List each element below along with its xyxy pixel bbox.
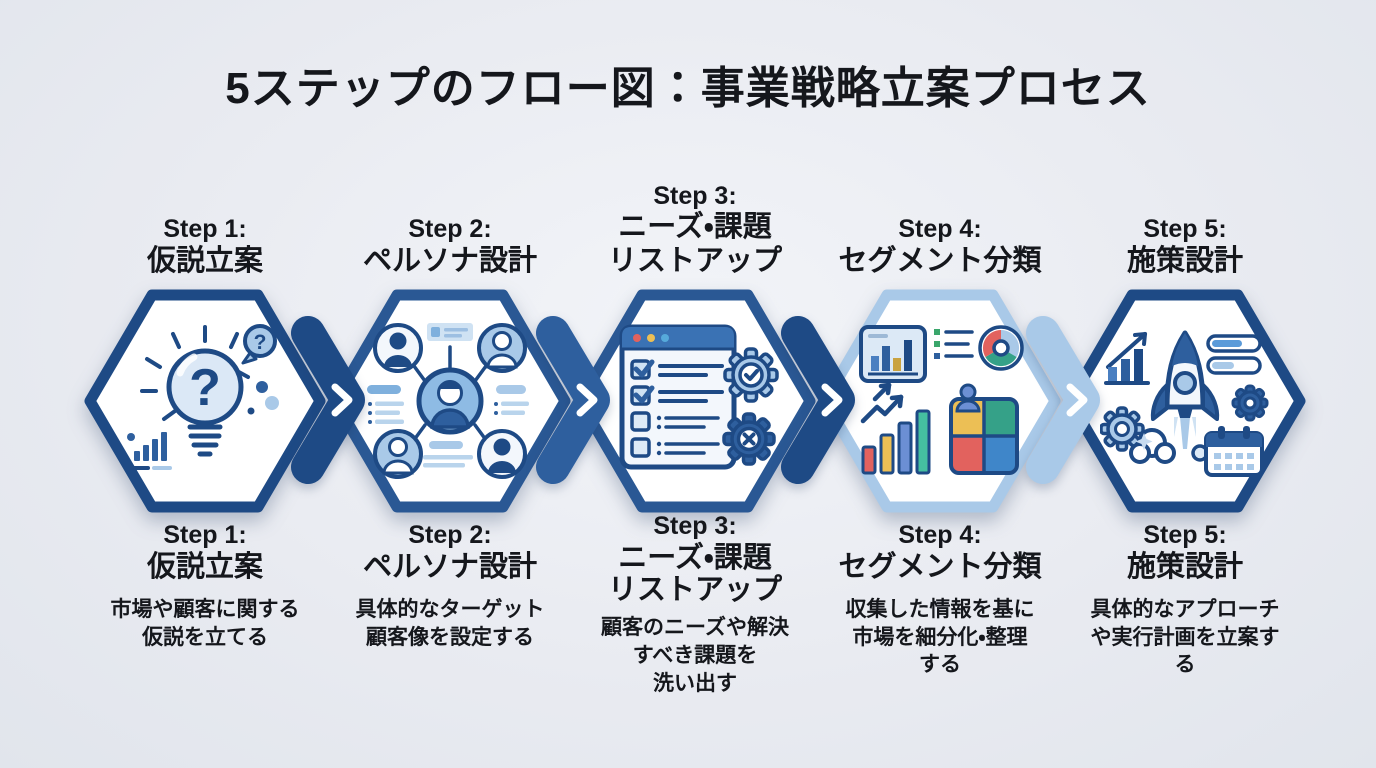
rocket-launch-icon — [1100, 330, 1269, 477]
step5-description: 具体的なアプローチ や実行計画を立案す る — [1090, 597, 1280, 677]
step4-hexagon — [815, 283, 1065, 519]
step5-bottom-title: 施策設計 — [1126, 550, 1243, 583]
step4-top-title: セグメント分類 — [838, 244, 1042, 277]
chevron-right-icon — [291, 316, 365, 484]
sparkle-icon — [1135, 433, 1153, 450]
step4-bottom-title: セグメント分類 — [838, 550, 1042, 583]
step5-top-title: 施策設計 — [1126, 244, 1243, 277]
step3-bottom-label: Step 3: ニーズ・課題 リストアップ 顧客のニーズや解決 すべき課題を 洗… — [550, 512, 840, 698]
gear-check-icon — [723, 347, 779, 403]
step2-top-number: Step 2: — [408, 215, 492, 244]
gear-icon — [1231, 384, 1269, 422]
calendar-icon — [1204, 426, 1264, 477]
persona-network-icon — [367, 323, 529, 479]
bubble-question-glyph: ? — [254, 331, 267, 354]
step4-top-label: Step 4: セグメント分類 — [795, 215, 1085, 278]
step3-hexagon — [570, 283, 820, 519]
step4-bottom-number: Step 4: — [898, 521, 982, 549]
step3-bottom-title: ニーズ・課題 リストアップ — [607, 541, 782, 606]
page-title: 5ステップのフロー図：事業戦略立案プロセス — [225, 64, 1151, 113]
gear-icon — [1100, 406, 1145, 452]
question-mark-glyph: ? — [189, 359, 221, 417]
step1-bottom-title: 仮説立案 — [146, 550, 263, 583]
step2-hexagon — [325, 283, 575, 519]
lightbulb-question-icon: ? ? — [127, 324, 279, 470]
step1-description: 市場や顧客に関する 仮説を立てる — [110, 597, 300, 649]
step3-top-label: Step 3: ニーズ・課題 リストアップ — [550, 182, 840, 278]
step3-description: 顧客のニーズや解決 すべき課題を 洗い出す — [601, 616, 789, 695]
step5-bottom-label: Step 5: 施策設計 具体的なアプローチ や実行計画を立案す る — [1040, 521, 1330, 679]
step2-top-title: ペルソナ設計 — [362, 244, 537, 277]
chevron-right-icon — [781, 316, 855, 484]
step3-top-number: Step 3: — [653, 181, 737, 210]
step4-bottom-label: Step 4: セグメント分類 収集した情報を基に 市場を細分化・整理 する — [795, 521, 1085, 679]
step1-bottom-label: Step 1: 仮説立案 市場や顧客に関する 仮説を立てる — [60, 521, 350, 651]
step5-top-number: Step 5: — [1143, 215, 1227, 244]
step2-bottom-title: ペルソナ設計 — [362, 550, 537, 583]
step2-description: 具体的なターゲット 顧客像を設定する — [355, 597, 545, 649]
step1-top-number: Step 1: — [163, 215, 247, 244]
step5-top-label: Step 5: 施策設計 — [1040, 215, 1330, 278]
step1-top-label: Step 1: 仮説立案 — [60, 215, 350, 278]
step5-bottom-number: Step 5: — [1143, 521, 1227, 549]
step2-bottom-number: Step 2: — [408, 521, 492, 549]
step1-hexagon: ? ? — [80, 283, 330, 519]
step5-hexagon — [1060, 283, 1310, 519]
chevron-right-icon — [1026, 316, 1100, 484]
step4-top-number: Step 4: — [898, 215, 982, 244]
step4-description: 収集した情報を基に 市場を細分化・整理 する — [845, 597, 1035, 677]
step2-top-label: Step 2: ペルソナ設計 — [305, 215, 595, 278]
segment-matrix-icon — [951, 399, 1017, 473]
checklist-gears-icon — [619, 324, 779, 470]
segmentation-charts-icon — [859, 325, 1024, 475]
step3-bottom-number: Step 3: — [653, 512, 737, 540]
gear-x-icon — [722, 412, 776, 466]
step2-bottom-label: Step 2: ペルソナ設計 具体的なターゲット 顧客像を設定する — [305, 521, 595, 651]
step3-top-title: ニーズ・課題 リストアップ — [607, 211, 782, 277]
step1-bottom-number: Step 1: — [163, 521, 247, 549]
chevron-right-icon — [536, 316, 610, 484]
step1-top-title: 仮説立案 — [146, 244, 263, 277]
